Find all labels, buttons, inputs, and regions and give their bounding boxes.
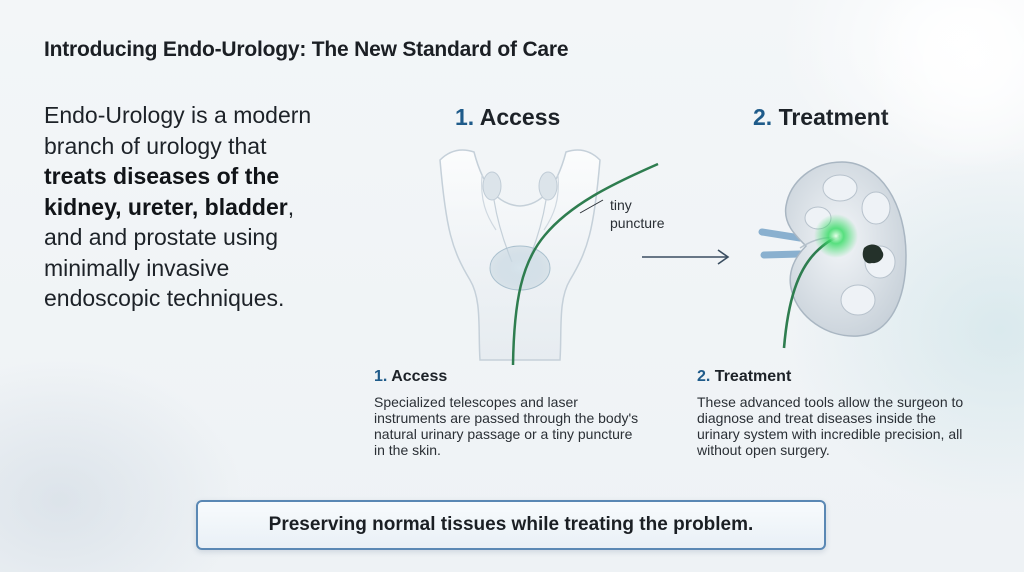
intro-text-2: , and and prostate using minimally invas…	[44, 193, 295, 312]
scope-line	[511, 162, 659, 366]
treatment-heading: 2. Treatment	[753, 104, 889, 131]
laser-glow	[814, 214, 858, 258]
puncture-pointer	[579, 199, 604, 214]
intro-text-1: Endo-Urology is a modern branch of urolo…	[44, 102, 312, 159]
kidney-stone-icon	[862, 244, 884, 264]
treatment-heading-number: 2.	[753, 104, 773, 130]
step-access-title: 1. Access	[374, 368, 447, 386]
page-title: Introducing Endo-Urology: The New Standa…	[44, 38, 569, 61]
step-treatment-title-text: Treatment	[714, 368, 792, 385]
access-heading: 1. Access	[455, 104, 560, 131]
step-access-description: Specialized telescopes and laser instrum…	[374, 394, 639, 458]
access-heading-number: 1.	[455, 104, 475, 130]
light-flare	[865, 0, 1024, 170]
intro-bold-text: treats diseases of the kidney, ureter, b…	[44, 163, 288, 220]
arrow-right-icon	[642, 249, 730, 265]
step-treatment-description: These advanced tools allow the surgeon t…	[697, 394, 964, 458]
step-access-number: 1.	[374, 368, 388, 385]
puncture-label: tiny puncture	[610, 197, 665, 231]
highlight-banner: Preserving normal tissues while treating…	[196, 500, 826, 550]
step-treatment-title: 2. Treatment	[697, 368, 791, 386]
access-heading-label: Access	[479, 104, 561, 130]
banner-text: Preserving normal tissues while treating…	[268, 514, 754, 535]
treatment-heading-label: Treatment	[778, 104, 889, 130]
step-treatment-number: 2.	[697, 368, 711, 385]
step-access-title-text: Access	[391, 368, 448, 385]
bladder-icon	[489, 245, 551, 291]
intro-paragraph: Endo-Urology is a modern branch of urolo…	[44, 100, 334, 314]
